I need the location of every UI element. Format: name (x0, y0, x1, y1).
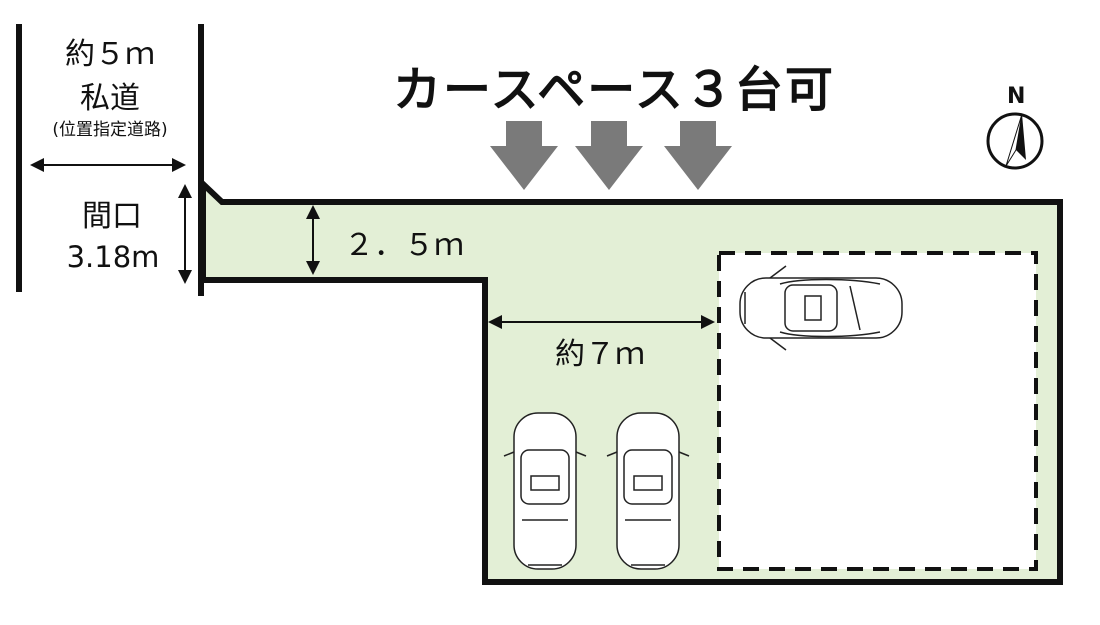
road-name: 私道 (80, 81, 140, 116)
page-title: カースペース３台可 (393, 62, 835, 118)
frontage-arrow (178, 184, 192, 284)
road-width-arrow (30, 158, 186, 172)
length-label: 約７ｍ (555, 337, 645, 372)
down-arrow-icon (490, 121, 558, 190)
compass-icon (986, 112, 1044, 170)
entry-arrows (490, 121, 732, 190)
frontage-value: 3.18m (66, 240, 160, 274)
down-arrow-icon (575, 121, 643, 190)
down-arrow-icon (664, 121, 732, 190)
car-icon-vertical-left (503, 412, 587, 570)
frontage-label: 間口 (82, 199, 142, 234)
passage-width-arrow (306, 205, 320, 275)
road-width-label: 約５ｍ (65, 37, 155, 72)
compass-letter: N (1007, 84, 1026, 109)
car-icon-vertical-right (606, 412, 690, 570)
length-arrow (488, 315, 715, 329)
road-note: (位置指定道路) (52, 120, 168, 140)
car-icon-horizontal (739, 265, 903, 351)
passage-width-label: ２．５ｍ (344, 228, 464, 263)
